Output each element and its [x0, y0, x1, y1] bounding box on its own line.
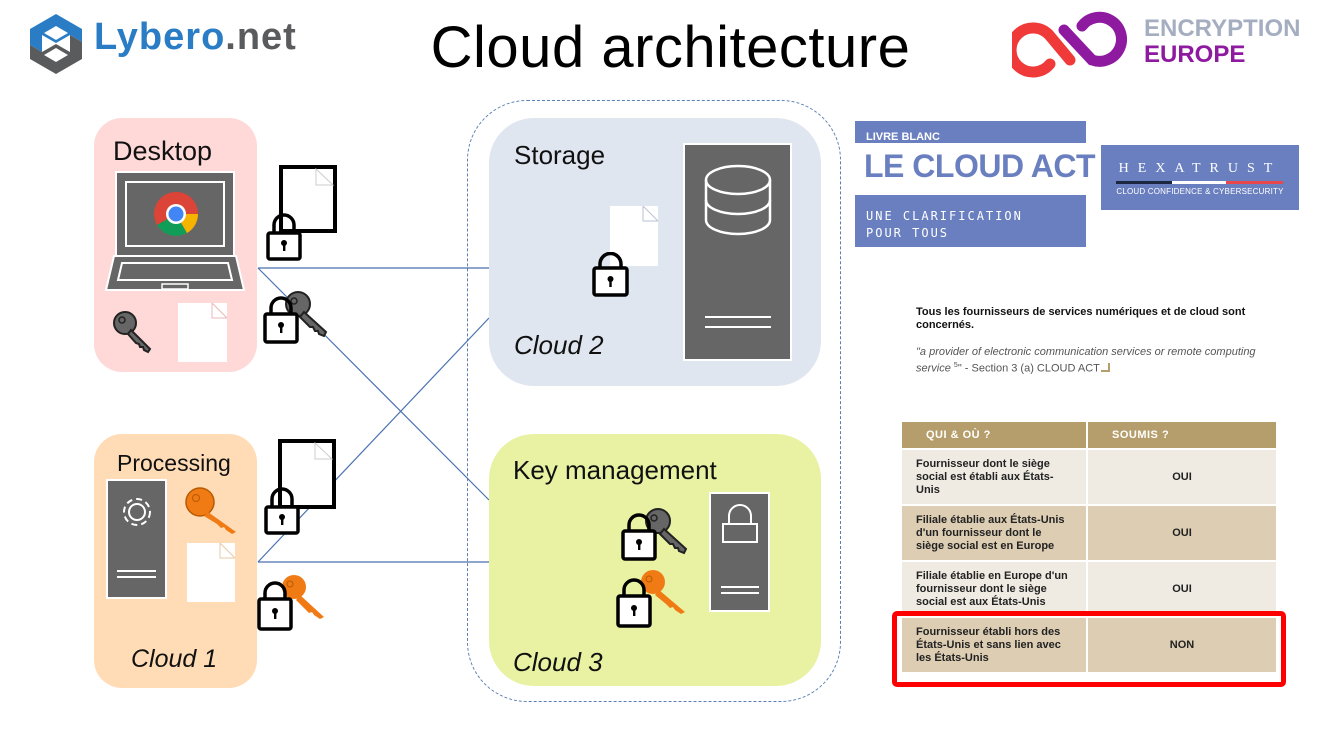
- padlock-outline-icon: [721, 504, 759, 594]
- cell-subject: OUI: [1172, 471, 1192, 483]
- table-row: Fournisseur dont le siège social est éta…: [902, 450, 1276, 506]
- cloudact-quote: "a provider of electronic communication …: [916, 346, 1276, 376]
- cell-who: Fournisseur établi hors des États-Unis e…: [902, 618, 1088, 672]
- hexatrust-logo: [1101, 145, 1299, 210]
- livre-blanc-band: [855, 121, 1086, 143]
- lybero-cube-icon: [30, 14, 82, 74]
- livre-blanc-kicker: LIVRE BLANC: [866, 131, 940, 143]
- cloud-3-label: Cloud 3: [513, 647, 603, 677]
- quote-text: "a provider of electronic communication …: [916, 346, 1256, 375]
- locked-document-icon: [266, 165, 337, 261]
- subtitle-line-1: UNE CLARIFICATION: [866, 209, 1023, 223]
- flag-bar-white: [1172, 181, 1226, 184]
- header-who: QUI & OÙ ?: [902, 422, 1088, 448]
- locked-orange-key-icon: [257, 575, 324, 631]
- europe-text: EUROPE: [1144, 41, 1246, 68]
- locked-orange-key-icon: [616, 570, 685, 628]
- table-row: Fournisseur établi hors des États-Unis e…: [902, 618, 1276, 674]
- lybero-text: Lybero: [94, 16, 226, 58]
- padlock-icon: [592, 252, 629, 297]
- lock-server-icon: [709, 492, 770, 612]
- cell-who: Fournisseur dont le siège social est éta…: [902, 450, 1088, 504]
- encryption-text: ENCRYPTION: [1144, 15, 1301, 42]
- key-management-label: Key management: [513, 455, 717, 485]
- chrome-icon: [154, 192, 198, 236]
- encryption-europe-wordmark: ENCRYPTION EUROPE: [1144, 16, 1300, 68]
- cell-who: Filiale établie aux États-Unis d'un four…: [902, 506, 1088, 560]
- locked-document-icon: [264, 439, 336, 535]
- desktop-label: Desktop: [113, 136, 213, 166]
- flag-bar-blue: [1116, 181, 1172, 184]
- lybero-wordmark: Lybero.net: [94, 16, 297, 59]
- flag-bar-red: [1226, 181, 1283, 184]
- cell-subject: OUI: [1172, 583, 1192, 595]
- cloud-2-label: Cloud 2: [514, 330, 604, 360]
- database-icon: [704, 164, 772, 328]
- quote-source: " - Section 3 (a) CLOUD ACT: [957, 362, 1100, 375]
- quote-footnote: 5: [953, 362, 958, 369]
- storage-label: Storage: [514, 140, 606, 170]
- cell-who: Filiale établie en Europe d'un fournisse…: [902, 562, 1088, 616]
- gear-server-icon: [106, 479, 167, 599]
- corner-mark-icon: [1100, 362, 1110, 372]
- cloud-boundary: [467, 100, 841, 702]
- hexatrust-name: HEXATRUST: [1118, 161, 1282, 176]
- lybero-logo: [26, 12, 86, 81]
- lybero-tld-text: .net: [225, 16, 297, 58]
- cloudact-intro: Tous les fournisseurs de services numéri…: [916, 306, 1246, 331]
- locked-grey-key-icon: [263, 291, 328, 344]
- cell-subject: OUI: [1172, 527, 1192, 539]
- table-row: Filiale établie aux États-Unis d'un four…: [902, 506, 1276, 562]
- encryption-europe-logo: [1005, 8, 1134, 83]
- cloud-1-label: Cloud 1: [131, 645, 218, 673]
- document-fold-icon: [211, 301, 229, 319]
- table-header-row: QUI & OÙ ? SOUMIS ?: [902, 422, 1276, 450]
- grey-key-icon: [113, 311, 152, 354]
- slide-title: Cloud architecture: [430, 15, 911, 80]
- hexatrust-tagline: CLOUD CONFIDENCE & CYBERSECURITY: [1116, 187, 1284, 196]
- document-fold-icon: [219, 541, 237, 559]
- livre-blanc-subtitle: UNE CLARIFICATION POUR TOUS: [866, 208, 1023, 242]
- livre-blanc-subtitle-band: [855, 195, 1086, 247]
- livre-blanc-title: LE CLOUD ACT: [864, 148, 1096, 184]
- database-server-icon: [683, 143, 792, 361]
- processing-label: Processing: [117, 450, 231, 476]
- table-row: Filiale établie en Europe d'un fournisse…: [902, 562, 1276, 618]
- document-fold-icon: [642, 204, 660, 222]
- highlight-box: [892, 611, 1286, 687]
- orange-key-icon: [185, 487, 236, 534]
- cloudact-table: QUI & OÙ ? SOUMIS ? Fournisseur dont le …: [902, 422, 1276, 674]
- subtitle-line-2: POUR TOUS: [866, 226, 950, 240]
- header-subject: SOUMIS ?: [1112, 429, 1170, 441]
- cell-subject: NON: [1169, 639, 1195, 651]
- document-icon: [187, 541, 237, 602]
- infinity-icon: [1005, 11, 1127, 78]
- locked-grey-key-icon: [621, 508, 688, 561]
- document-icon: [178, 301, 229, 362]
- gear-icon: [117, 498, 156, 578]
